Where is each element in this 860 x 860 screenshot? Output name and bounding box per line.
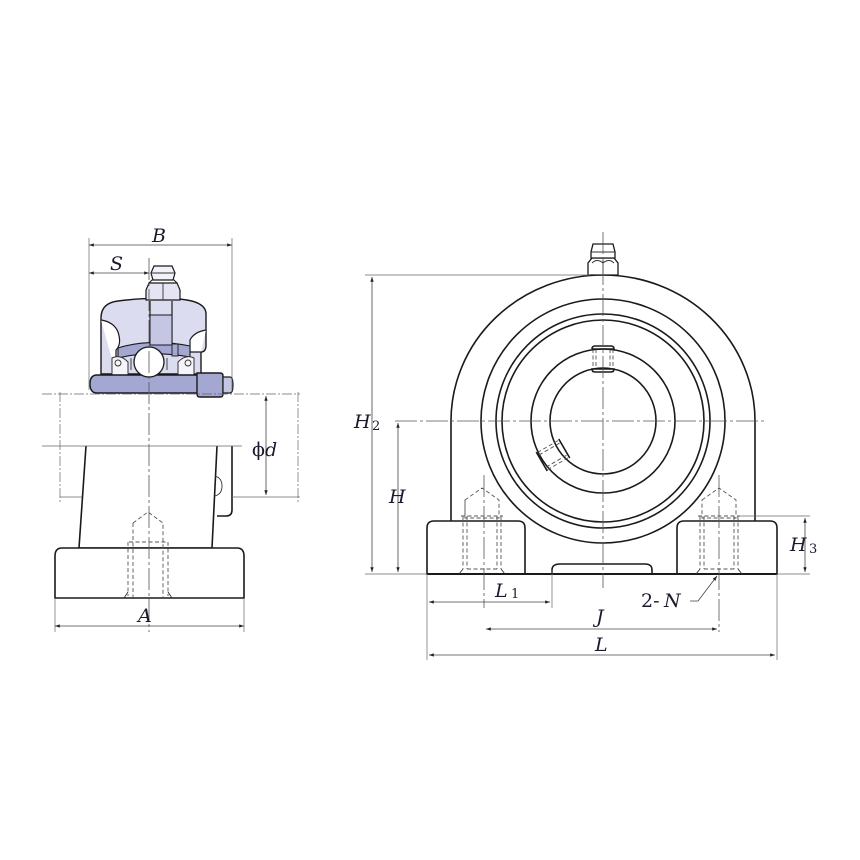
label-H3-sub: 3 <box>809 542 817 557</box>
label-phi: ϕ <box>252 439 265 461</box>
side-pedestal <box>78 445 218 549</box>
inner-ring <box>89 374 199 394</box>
front-view: H 2 H H 3 L 1 J L 2- N <box>353 232 817 660</box>
label-H: H <box>388 486 406 508</box>
side-setscrew-bump <box>214 475 223 497</box>
label-d: d <box>265 439 277 461</box>
label-L1-sub: 1 <box>511 587 519 602</box>
side-view: B S ϕ d A <box>42 225 300 632</box>
label-H2: H <box>353 411 371 433</box>
leader-2N <box>690 575 718 602</box>
front-tapped-hole-left <box>458 487 506 575</box>
side-tapped-hole <box>123 511 173 599</box>
label-S: S <box>110 253 123 275</box>
label-B: B <box>151 225 166 247</box>
side-grease-nipple <box>145 265 181 301</box>
side-boss <box>217 446 233 517</box>
label-2N-letter: N <box>663 590 682 612</box>
housing-cap-inner-right <box>189 329 207 353</box>
label-2N-prefix: 2- <box>641 590 660 612</box>
label-L1: L <box>494 580 508 602</box>
set-screw-angled <box>535 438 571 472</box>
label-J: J <box>592 606 605 628</box>
label-A: A <box>136 605 152 627</box>
housing-base <box>426 520 778 575</box>
set-screw-top <box>591 345 615 373</box>
collar-tip <box>222 376 234 394</box>
label-L: L <box>594 634 608 656</box>
side-bearing-insert <box>89 297 234 398</box>
label-H2-sub: 2 <box>372 419 380 434</box>
side-foot <box>54 547 245 599</box>
label-H3: H <box>789 534 807 556</box>
set-screw-collar <box>196 372 224 398</box>
